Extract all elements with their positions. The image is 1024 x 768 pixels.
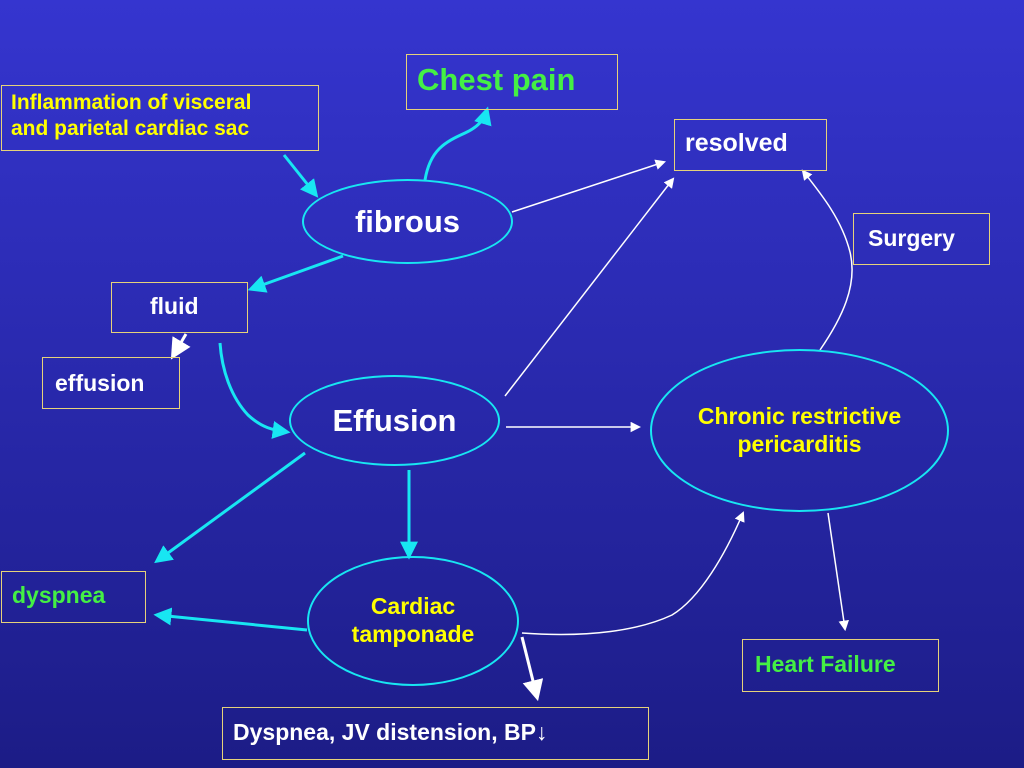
fibrous-ellipse: fibrous [302,179,513,264]
surgery-box: Surgery [853,213,990,265]
arrow-chronic-to-heart-failure [827,512,849,632]
arrow-tamponade-to-chronic [521,511,745,636]
arrow-fibrous-to-chest-pain [423,106,492,181]
chronic-label-line1: Chronic restrictive [697,402,902,429]
inflammation-label-line2: and parietal cardiac sac [11,117,250,141]
symptoms-label: Dyspnea, JV distension, BP↓ [233,719,548,745]
effusion-label: Effusion [332,402,457,438]
arrow-chronic-to-resolved [801,169,853,351]
resolved-label: resolved [685,129,788,157]
effusion-ellipse: Effusion [289,375,500,466]
tamponade-label-line1: Cardiac [370,593,456,620]
surgery-label: Surgery [868,225,955,251]
chronic-restrictive-pericarditis-ellipse: Chronic restrictive pericarditis [650,349,949,512]
tamponade-label-line2: tamponade [351,621,475,647]
fluid-box: fluid [111,282,248,333]
arrow-fibrous-to-resolved [511,159,666,213]
symptoms-box: Dyspnea, JV distension, BP↓ [222,707,649,760]
arrow-tamponade-to-symptoms [520,636,544,702]
effusion-small-label: effusion [55,370,145,396]
chest-pain-label: Chest pain [417,62,576,97]
inflammation-label-line1: Inflammation of visceral [11,91,252,114]
arrow-tamponade-to-dyspnea [153,607,308,632]
inflammation-box: Inflammation of visceral and parietal ca… [1,85,319,151]
chest-pain-box: Chest pain [406,54,618,110]
dyspnea-label: dyspnea [12,582,106,608]
arrow-fluid-to-effusion-label [170,333,191,360]
arrow-effusion-to-resolved [504,177,675,397]
arrow-fluid-to-effusion [218,342,291,439]
fluid-label: fluid [150,293,199,319]
dyspnea-box: dyspnea [1,571,146,623]
arrow-effusion-to-dyspnea [154,451,306,564]
resolved-box: resolved [674,119,827,171]
chronic-label-line2: pericarditis [737,430,862,457]
cardiac-tamponade-ellipse: Cardiac tamponade [307,556,519,686]
heart-failure-label: Heart Failure [755,651,896,677]
arrow-inflammation-to-fibrous [282,154,319,198]
effusion-small-box: effusion [42,357,180,409]
heart-failure-box: Heart Failure [742,639,939,692]
fibrous-label: fibrous [354,203,461,239]
arrow-fibrous-to-fluid [247,254,344,293]
